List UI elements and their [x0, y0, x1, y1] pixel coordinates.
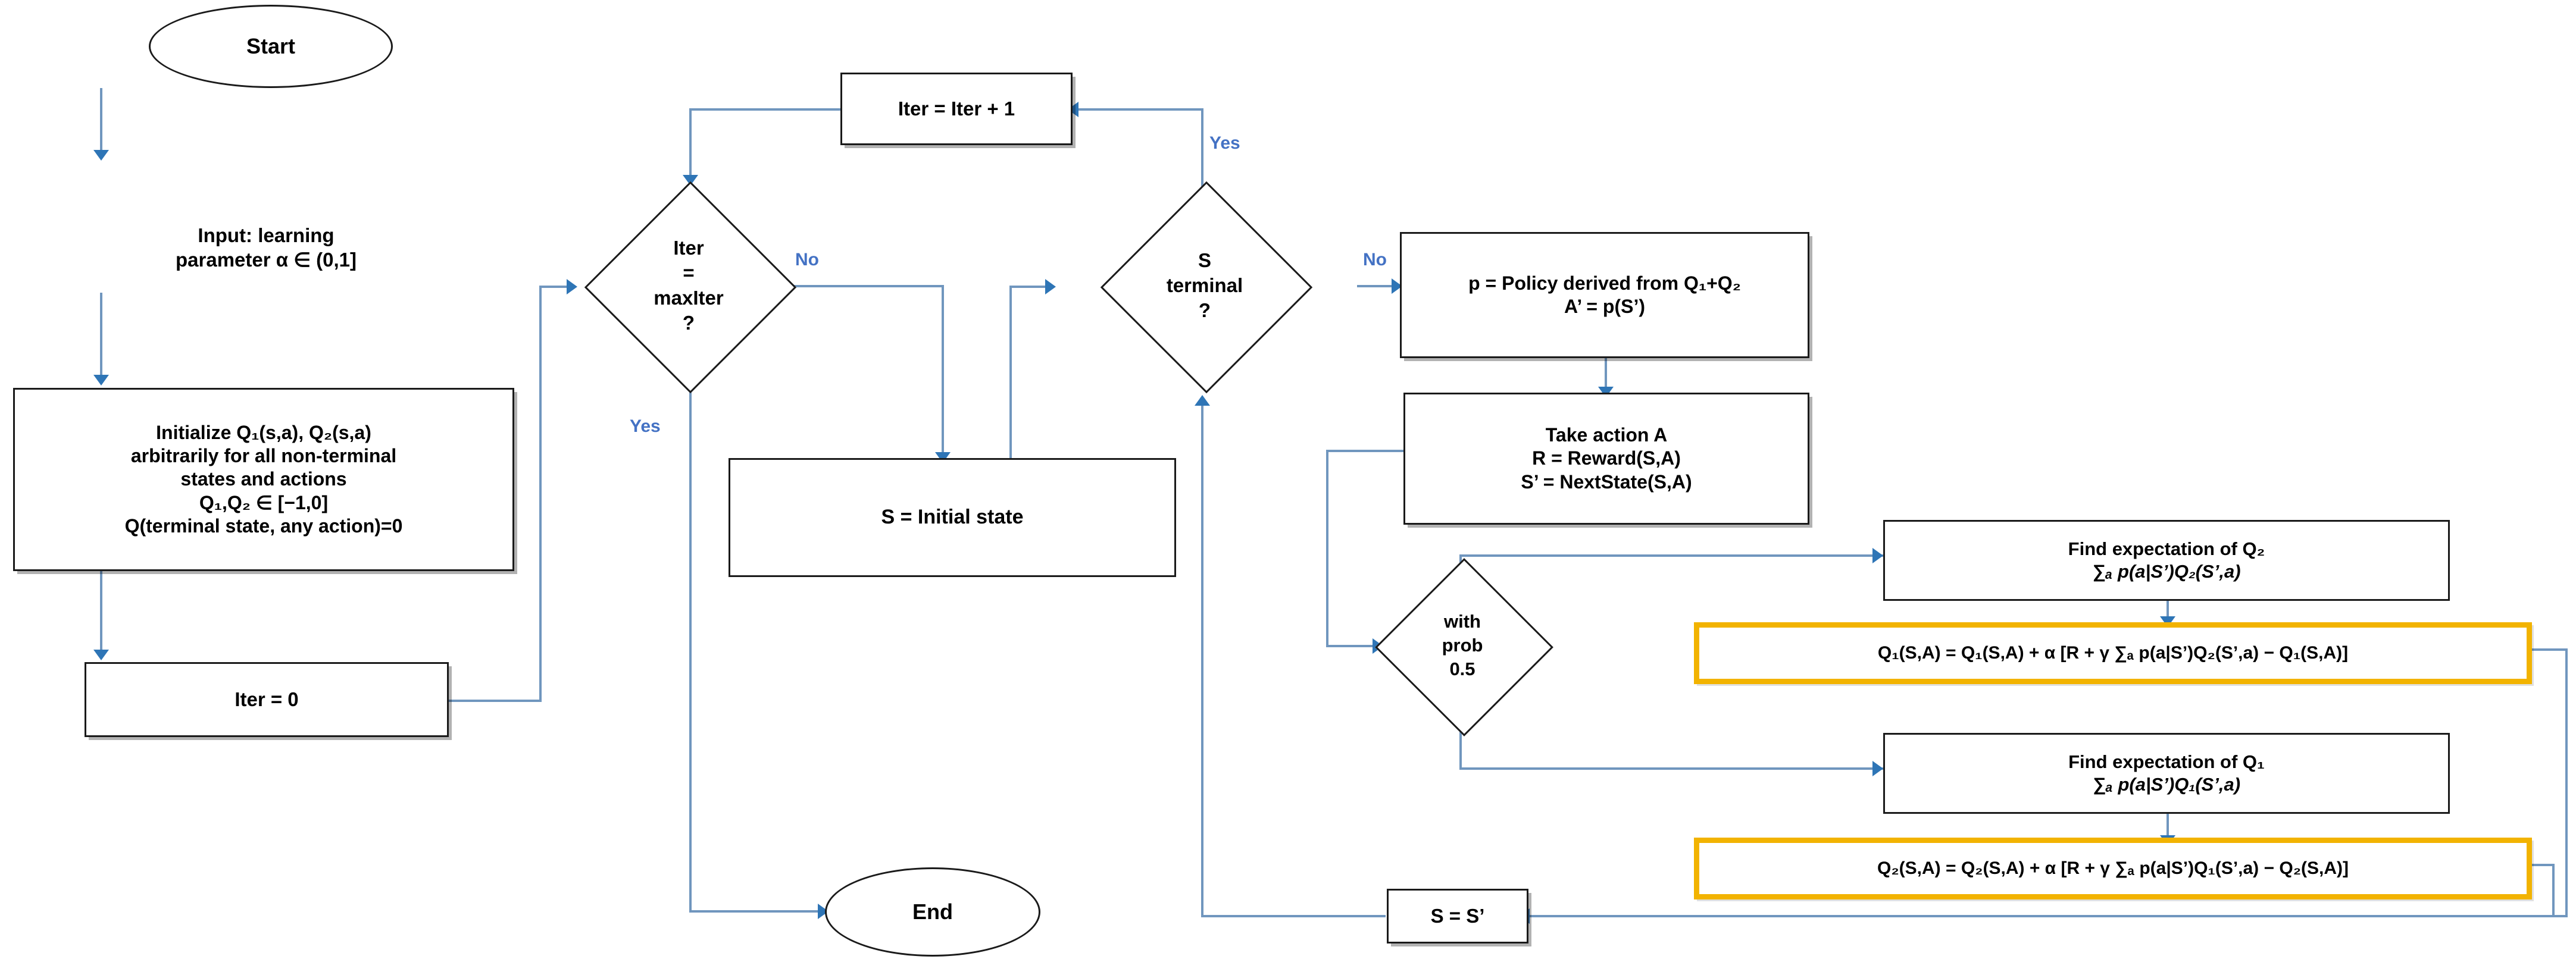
- arrowhead-expectq2-left: [1872, 548, 1883, 563]
- arrowhead-policy-left: [1392, 278, 1402, 294]
- node-iter-check-line4: ?: [682, 312, 695, 334]
- node-expect-q2[interactable]: Find expectation of Q₂ ∑ₐ p(a|S’)Q₂(S’,a…: [1883, 520, 2450, 601]
- arrowhead-input-initialize: [93, 375, 109, 385]
- edge-label-iter-yes: Yes: [630, 416, 661, 436]
- node-iter-check-line2: =: [683, 261, 695, 284]
- edge-sterminal-yes-left: [1071, 108, 1203, 111]
- node-initial-state[interactable]: S = Initial state: [729, 458, 1176, 577]
- node-with-prob-line1: with: [1444, 611, 1481, 632]
- node-take-action-line3: S’ = NextState(S,A): [1521, 471, 1692, 493]
- edge-iterzero-up: [539, 287, 542, 702]
- edge-sterminal-yes-up: [1201, 108, 1203, 203]
- edge-initialize-iterzero: [100, 570, 102, 655]
- edge-withprob-to-expectq1: [1459, 767, 1883, 770]
- node-start-label: Start: [246, 34, 296, 59]
- edge-label-terminal-yes: Yes: [1209, 133, 1240, 153]
- node-expect-q1[interactable]: Find expectation of Q₁ ∑ₐ p(a|S’)Q₁(S’,a…: [1883, 733, 2450, 814]
- edge-withprob-down: [1459, 719, 1462, 770]
- arrowhead-start-input: [93, 150, 109, 161]
- edge-iterinc-down: [689, 108, 692, 180]
- edge-takeaction-to-withprob: [1326, 645, 1377, 647]
- node-s-terminal-line2: terminal: [1166, 274, 1243, 296]
- edge-withprob-to-expectq2: [1459, 554, 1883, 557]
- node-initialize-line3: states and actions: [180, 468, 347, 490]
- node-initialize-line5: Q(terminal state, any action)=0: [124, 515, 403, 537]
- node-s-assign[interactable]: S = S’: [1387, 889, 1528, 943]
- edge-updateq2-down: [2552, 864, 2555, 917]
- node-with-prob-line2: prob: [1442, 635, 1483, 656]
- edge-updateq2-right: [2531, 864, 2555, 866]
- edge-label-iter-no: No: [795, 250, 819, 269]
- node-iter-check-line3: maxIter: [654, 287, 724, 309]
- node-expect-q1-line1: Find expectation of Q₁: [2068, 751, 2265, 773]
- edge-itercheck-yes-down: [689, 390, 692, 913]
- edge-start-input: [100, 88, 102, 153]
- node-with-prob[interactable]: with prob 0.5: [1375, 558, 1553, 736]
- edge-policy-takeaction: [1605, 357, 1607, 393]
- edge-takeaction-left: [1326, 450, 1403, 452]
- edge-expectq1-updateq2: [2167, 813, 2169, 842]
- edge-sterminal-no-right: [1357, 285, 1400, 287]
- node-iter-zero-label: Iter = 0: [235, 688, 299, 710]
- node-end[interactable]: End: [825, 867, 1040, 957]
- edge-input-initialize: [100, 293, 102, 381]
- node-expect-q2-line2: ∑ₐ p(a|S’)Q₂(S’,a): [2092, 561, 2241, 582]
- node-s-terminal-line3: ?: [1198, 299, 1211, 322]
- edge-label-terminal-no: No: [1363, 250, 1387, 269]
- node-policy[interactable]: p = Policy derived from Q₁+Q₂ A’ = p(S’): [1400, 232, 1809, 358]
- edge-sassign-up: [1201, 405, 1203, 916]
- arrowhead-itercheck-top: [683, 175, 698, 186]
- node-update-q1[interactable]: Q₁(S,A) = Q₁(S,A) + α [R + γ ∑ₐ p(a|S’)Q…: [1694, 622, 2532, 684]
- edge-itercheck-yes-right: [689, 910, 821, 913]
- arrowhead-expectq1-left: [1872, 761, 1883, 776]
- edge-sassign-left: [1201, 915, 1386, 917]
- node-start[interactable]: Start: [149, 5, 393, 88]
- node-input-line1: Input: learning: [198, 224, 334, 246]
- edge-updateq1-right: [2531, 648, 2568, 651]
- node-initialize-line4: Q₁,Q₂ ∈ [−1,0]: [199, 491, 329, 513]
- node-iter-check[interactable]: Iter = maxIter ?: [574, 181, 804, 394]
- node-initialize-line1: Initialize Q₁(s,a), Q₂(s,a): [156, 422, 371, 444]
- arrowhead-itercheck-left: [567, 279, 577, 294]
- node-s-terminal-line1: S: [1198, 249, 1211, 271]
- edge-initialstate-to-sterminal: [1009, 286, 1049, 288]
- node-initial-state-label: S = Initial state: [881, 506, 1024, 529]
- edge-iterzero-right: [449, 700, 542, 702]
- edge-itercheck-no-right: [787, 285, 944, 287]
- node-iter-check-line1: Iter: [673, 236, 704, 259]
- node-iter-zero[interactable]: Iter = 0: [85, 662, 449, 737]
- node-with-prob-line3: 0.5: [1449, 658, 1475, 679]
- node-iter-increment[interactable]: Iter = Iter + 1: [840, 73, 1073, 145]
- node-expect-q1-line2: ∑ₐ p(a|S’)Q₁(S’,a): [2092, 774, 2241, 795]
- edge-initialstate-up: [1009, 286, 1012, 464]
- node-policy-line2: A’ = p(S’): [1564, 296, 1646, 317]
- edge-iterinc-left: [689, 108, 843, 111]
- edge-takeaction-down: [1326, 450, 1328, 646]
- node-expect-q2-line1: Find expectation of Q₂: [2068, 538, 2265, 560]
- node-s-terminal[interactable]: S terminal ?: [1052, 181, 1357, 394]
- node-initialize[interactable]: Initialize Q₁(s,a), Q₂(s,a) arbitrarily …: [13, 388, 514, 571]
- edge-itercheck-no-down: [942, 285, 944, 457]
- node-s-assign-label: S = S’: [1430, 904, 1485, 927]
- node-update-q1-label: Q₁(S,A) = Q₁(S,A) + α [R + γ ∑ₐ p(a|S’)Q…: [1877, 642, 2349, 663]
- edge-iterzero-into-itercheck: [539, 286, 570, 288]
- arrowhead-sterminal-bottom: [1195, 395, 1210, 406]
- node-take-action[interactable]: Take action A R = Reward(S,A) S’ = NextS…: [1403, 393, 1809, 525]
- node-iter-increment-label: Iter = Iter + 1: [898, 97, 1015, 120]
- node-update-q2-label: Q₂(S,A) = Q₂(S,A) + α [R + γ ∑ₐ p(a|S’)Q…: [1877, 858, 2349, 878]
- node-input[interactable]: Input: learning parameter α ∈ (0,1]: [9, 202, 523, 293]
- node-policy-line1: p = Policy derived from Q₁+Q₂: [1468, 272, 1741, 294]
- node-end-label: End: [912, 899, 953, 924]
- arrowhead-sterminal-left: [1045, 279, 1056, 294]
- edge-updateq1-down: [2565, 648, 2568, 917]
- node-initialize-line2: arbitrarily for all non-terminal: [130, 445, 397, 467]
- node-input-line2: parameter α ∈ (0,1]: [176, 249, 357, 271]
- node-take-action-line2: R = Reward(S,A): [1532, 447, 1681, 469]
- arrowhead-initialize-iterzero: [93, 650, 109, 660]
- node-update-q2[interactable]: Q₂(S,A) = Q₂(S,A) + α [R + γ ∑ₐ p(a|S’)Q…: [1694, 838, 2532, 899]
- edge-bottom-bus: [1524, 915, 2568, 917]
- node-take-action-line1: Take action A: [1545, 424, 1668, 446]
- edge-expectq2-updateq1: [2167, 600, 2169, 623]
